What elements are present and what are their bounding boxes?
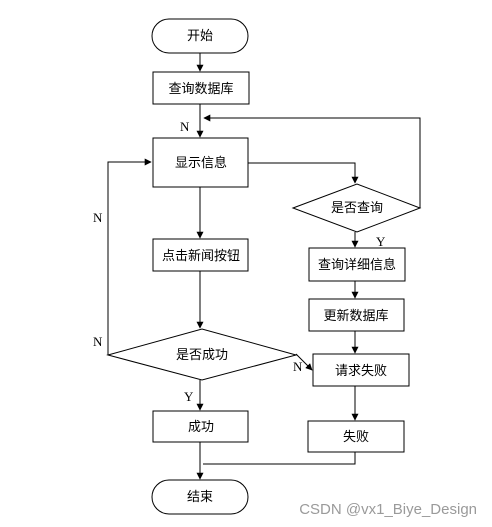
query-db-label: 查询数据库 — [168, 81, 233, 97]
is-query-label: 是否查询 — [331, 201, 383, 216]
edge-fail-to-end — [203, 452, 356, 465]
start-terminal — [151, 18, 249, 54]
click-news-box — [152, 238, 249, 272]
watermark: CSDN @vx1_Biye_Design — [299, 501, 477, 518]
is-query-decision — [291, 183, 422, 233]
query-detail-box — [308, 247, 406, 282]
fail-label: 失败 — [343, 430, 369, 445]
request-fail-label: 请求失败 — [335, 364, 387, 379]
show-info-label: 显示信息 — [175, 155, 227, 171]
label-n-left-loop: N — [93, 210, 103, 225]
end-terminal — [151, 479, 249, 515]
edge-is-success-to-request-fail — [295, 353, 313, 371]
success-label: 成功 — [188, 420, 214, 435]
label-y-query: Y — [376, 234, 386, 249]
label-y-success: Y — [184, 389, 194, 404]
click-news-label: 点击新闻按钮 — [162, 248, 240, 264]
edge-show-info-to-is-query — [248, 162, 359, 184]
edge-is-query-loop-back — [203, 114, 421, 208]
update-db-box — [308, 298, 405, 332]
success-box — [152, 410, 249, 443]
edge-is-success-loop-back — [107, 158, 152, 355]
fail-box — [307, 420, 405, 453]
query-db-box — [152, 71, 250, 105]
show-info-box — [152, 137, 249, 188]
request-fail-box — [312, 353, 410, 387]
label-n-top: N — [180, 119, 190, 134]
is-success-label: 是否成功 — [176, 348, 228, 363]
update-db-label: 更新数据库 — [323, 308, 388, 324]
label-n-request: N — [293, 359, 303, 374]
is-success-decision — [106, 328, 298, 381]
end-label: 结束 — [187, 490, 213, 505]
start-label: 开始 — [187, 29, 213, 44]
label-n-left-decision: N — [93, 334, 103, 349]
query-detail-label: 查询详细信息 — [318, 257, 396, 273]
